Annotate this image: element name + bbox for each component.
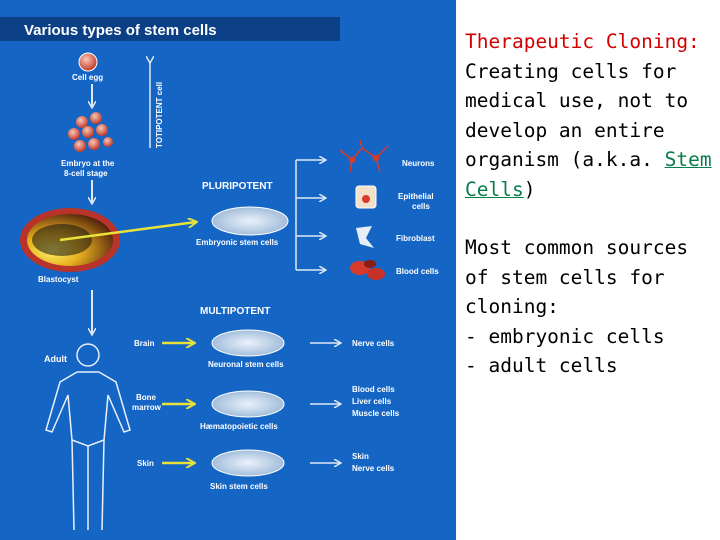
cell-egg-icon — [78, 52, 98, 72]
fibroblast-icon — [356, 226, 374, 248]
label-totipotent: TOTIPOTENT cell — [155, 82, 164, 148]
label-embryo-line1: Embryo at the — [61, 159, 115, 168]
label-bone-line2: marrow — [132, 403, 162, 412]
source-item-adult: - adult cells — [465, 354, 618, 377]
neurons-icon — [339, 139, 389, 173]
blood-cells-icon — [350, 260, 385, 280]
label-blood-cells: Blood cells — [396, 267, 439, 276]
arrow-blastocyst-to-embryonic — [59, 222, 196, 242]
label-haematopoietic-cells: Hæmatopoietic cells — [200, 422, 278, 431]
label-brain: Brain — [134, 339, 155, 348]
label-embryo-line2: 8-cell stage — [64, 169, 108, 178]
label-multipotent: MULTIPOTENT — [200, 306, 270, 317]
neuronal-dish-icon — [211, 329, 285, 357]
skin-dish-icon — [211, 449, 285, 477]
label-marrow-blood: Blood cells — [352, 385, 395, 394]
label-skin-stem-cells: Skin stem cells — [210, 482, 268, 491]
title-bar — [0, 17, 340, 41]
label-marrow-liver: Liver cells — [352, 397, 392, 406]
label-fibroblast: Fibroblast — [396, 234, 435, 243]
label-skin-out: Skin — [352, 452, 369, 461]
label-skin: Skin — [137, 459, 154, 468]
therapeutic-cloning-body: Creating cells for medical use, not to d… — [465, 57, 715, 205]
therapeutic-cloning-heading: Therapeutic Cloning: — [465, 30, 700, 53]
side-text-panel: Therapeutic Cloning: Creating cells for … — [465, 27, 715, 381]
label-bone-line1: Bone — [136, 393, 157, 402]
label-epithelial-line2: cells — [412, 202, 430, 211]
label-neuronal-stem-cells: Neuronal stem cells — [208, 360, 284, 369]
figure-title: Various types of stem cells — [24, 22, 217, 39]
blastocyst-icon — [20, 208, 120, 272]
label-neurons: Neurons — [402, 159, 435, 168]
stem-cells-link[interactable]: Stem Cells — [465, 148, 712, 201]
label-embryonic-stem-cells: Embryonic stem cells — [196, 238, 279, 247]
label-cell-egg: Cell egg — [72, 73, 103, 82]
therapeutic-body-text: Creating cells for medical use, not to d… — [465, 59, 689, 172]
label-skin-nerve: Nerve cells — [352, 464, 395, 473]
embryonic-dish-icon — [211, 206, 289, 236]
label-blastocyst: Blastocyst — [38, 275, 79, 284]
adult-silhouette-icon — [45, 343, 131, 531]
haematopoietic-dish-icon — [211, 390, 285, 418]
stem-cell-figure: Various types of stem cells Cell egg TOT… — [0, 0, 456, 540]
sources-heading: Most common sources of stem cells for cl… — [465, 236, 689, 318]
closing-paren: ) — [523, 177, 536, 201]
label-adult: Adult — [44, 354, 67, 364]
stem-cell-diagram: Various types of stem cells Cell egg TOT… — [0, 17, 439, 531]
embryo-8-cell-icon — [68, 112, 113, 152]
label-epithelial-line1: Epithelial — [398, 192, 434, 201]
label-nerve-cells: Nerve cells — [352, 339, 395, 348]
pluripotent-branch-arrows — [295, 160, 325, 270]
label-marrow-muscle: Muscle cells — [352, 409, 400, 418]
label-pluripotent: PLURIPOTENT — [202, 181, 273, 192]
source-item-embryonic: - embryonic cells — [465, 324, 665, 348]
